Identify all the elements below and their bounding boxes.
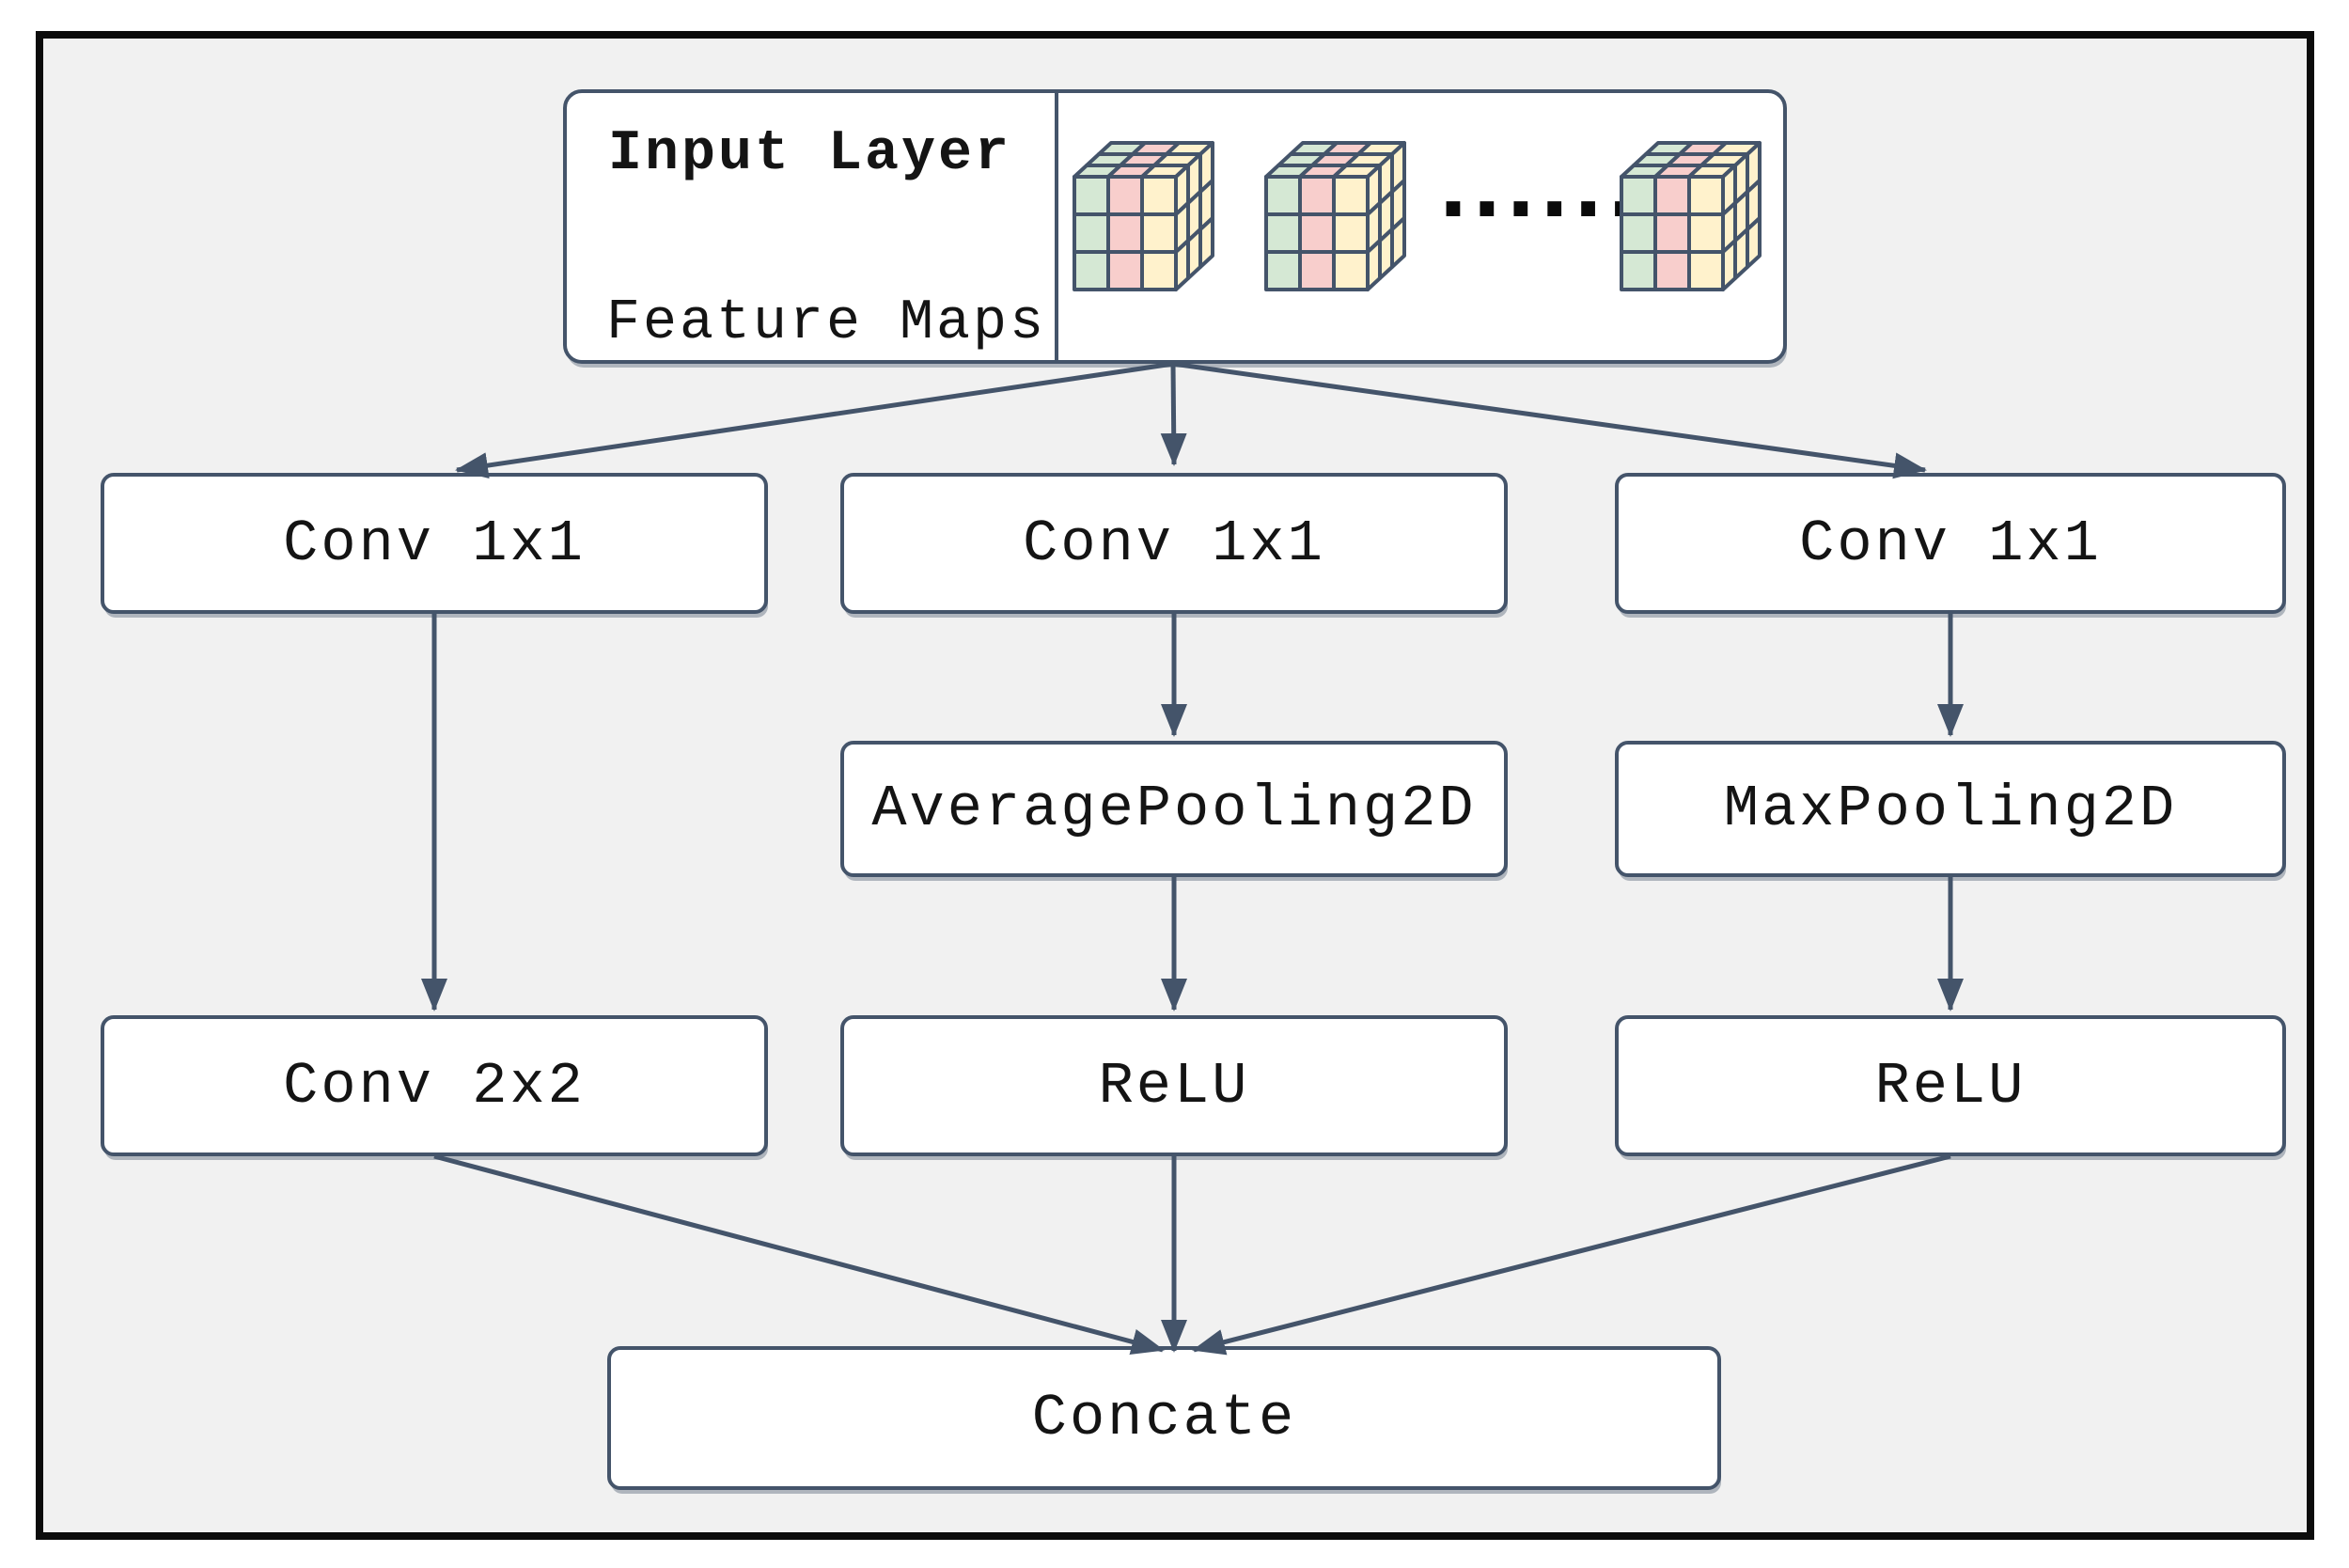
node-label: Conv 2x2 [283, 1052, 586, 1120]
node-conv1x1-middle: Conv 1x1 [840, 473, 1508, 614]
input-layer-title: Input Layer [608, 122, 1012, 186]
feature-maps-label: Feature Maps [606, 291, 1047, 355]
node-relu-right: ReLU [1615, 1015, 2286, 1156]
node-concate: Concate [607, 1346, 1721, 1490]
node-label: ReLU [1874, 1052, 2027, 1120]
node-relu-middle: ReLU [840, 1015, 1508, 1156]
ellipsis-dots: ...... [1438, 143, 1641, 235]
node-label: Conv 1x1 [283, 510, 586, 577]
node-conv2x2: Conv 2x2 [101, 1015, 768, 1156]
node-label: Conv 1x1 [1799, 510, 2102, 577]
node-averagepooling2d: AveragePooling2D [840, 741, 1508, 877]
input-divider [1055, 93, 1058, 360]
node-label: MaxPooling2D [1723, 776, 2178, 842]
node-label: Conv 1x1 [1023, 510, 1325, 577]
node-conv1x1-left: Conv 1x1 [101, 473, 768, 614]
node-conv1x1-right: Conv 1x1 [1615, 473, 2286, 614]
node-input-layer: Input Layer Feature Maps ...... [563, 89, 1787, 364]
node-label: AveragePooling2D [871, 776, 1477, 842]
node-label: ReLU [1098, 1052, 1250, 1120]
node-maxpooling2d: MaxPooling2D [1615, 741, 2286, 877]
node-label: Concate [1031, 1385, 1297, 1451]
